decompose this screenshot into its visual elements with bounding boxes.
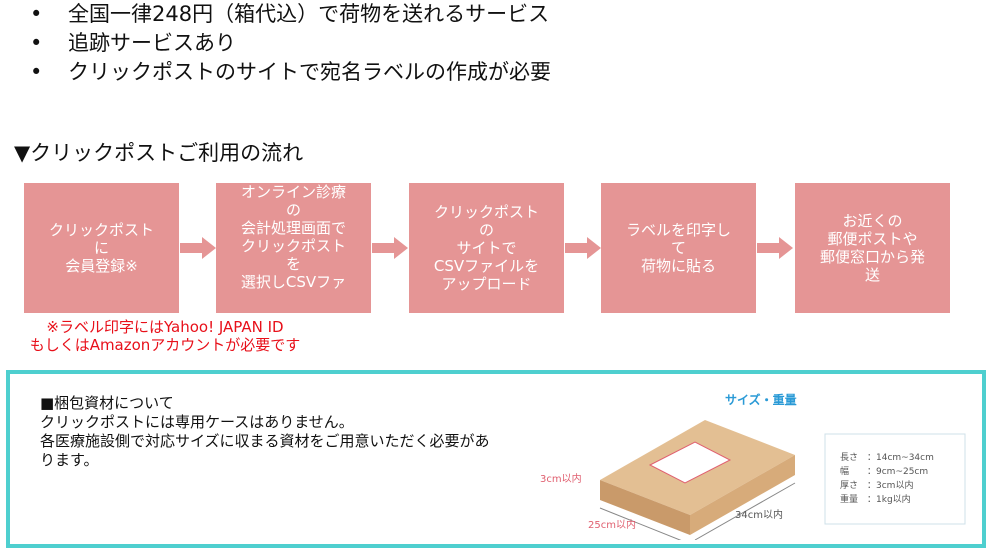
flow-step-1: クリックポスト に 会員登録※ [24,183,179,313]
bullet-item: 全国一律248円（箱代込）で荷物を送れるサービス [30,0,551,29]
spec-item: 厚さ ：3cm以内 [840,479,913,491]
width-label: 25cm以内 [588,518,636,531]
account-note: ※ラベル印字にはYahoo! JAPAN ID もしくはAmazonアカウントが… [29,318,301,354]
spec-item: 幅 ：9cm~25cm [840,465,928,477]
bullet-item: 追跡サービスあり [30,29,551,58]
spec-item: 長さ ：14cm~34cm [840,452,934,463]
arrow-right-icon [757,237,793,259]
flow-step-2: オンライン診療 の 会計処理画面で クリックポスト を 選択しCSVファ [216,183,371,313]
packing-panel: ■梱包資材について クリックポストには専用ケースはありません。 各医療施設側で対… [6,370,986,548]
package-size-illustration: サイズ・重量 3cm以内 25cm以内 34cm以内 長さ ：14cm~34cm… [540,392,966,540]
spec-item: 重量 ：1kg以内 [840,493,911,505]
arrow-right-icon [372,237,408,259]
arrow-right-icon [180,237,216,259]
height-label: 3cm以内 [540,472,582,485]
length-label: 34cm以内 [735,508,783,521]
flow-title: ▼クリックポストご利用の流れ [14,141,304,165]
size-title: サイズ・重量 [725,392,797,407]
flow-step-5: お近くの 郵便ポストや 郵便窓口から発 送 [795,183,950,313]
packing-text: ■梱包資材について クリックポストには専用ケースはありません。 各医療施設側で対… [40,394,490,469]
flow-step-3: クリックポスト の サイトで CSVファイルを アップロード [409,183,564,313]
feature-list: 全国一律248円（箱代込）で荷物を送れるサービス 追跡サービスあり クリックポス… [30,0,551,87]
flow-step-4: ラベルを印字し て 荷物に貼る [601,183,756,313]
bullet-item: クリックポストのサイトで宛名ラベルの作成が必要 [30,58,551,87]
arrow-right-icon [565,237,601,259]
